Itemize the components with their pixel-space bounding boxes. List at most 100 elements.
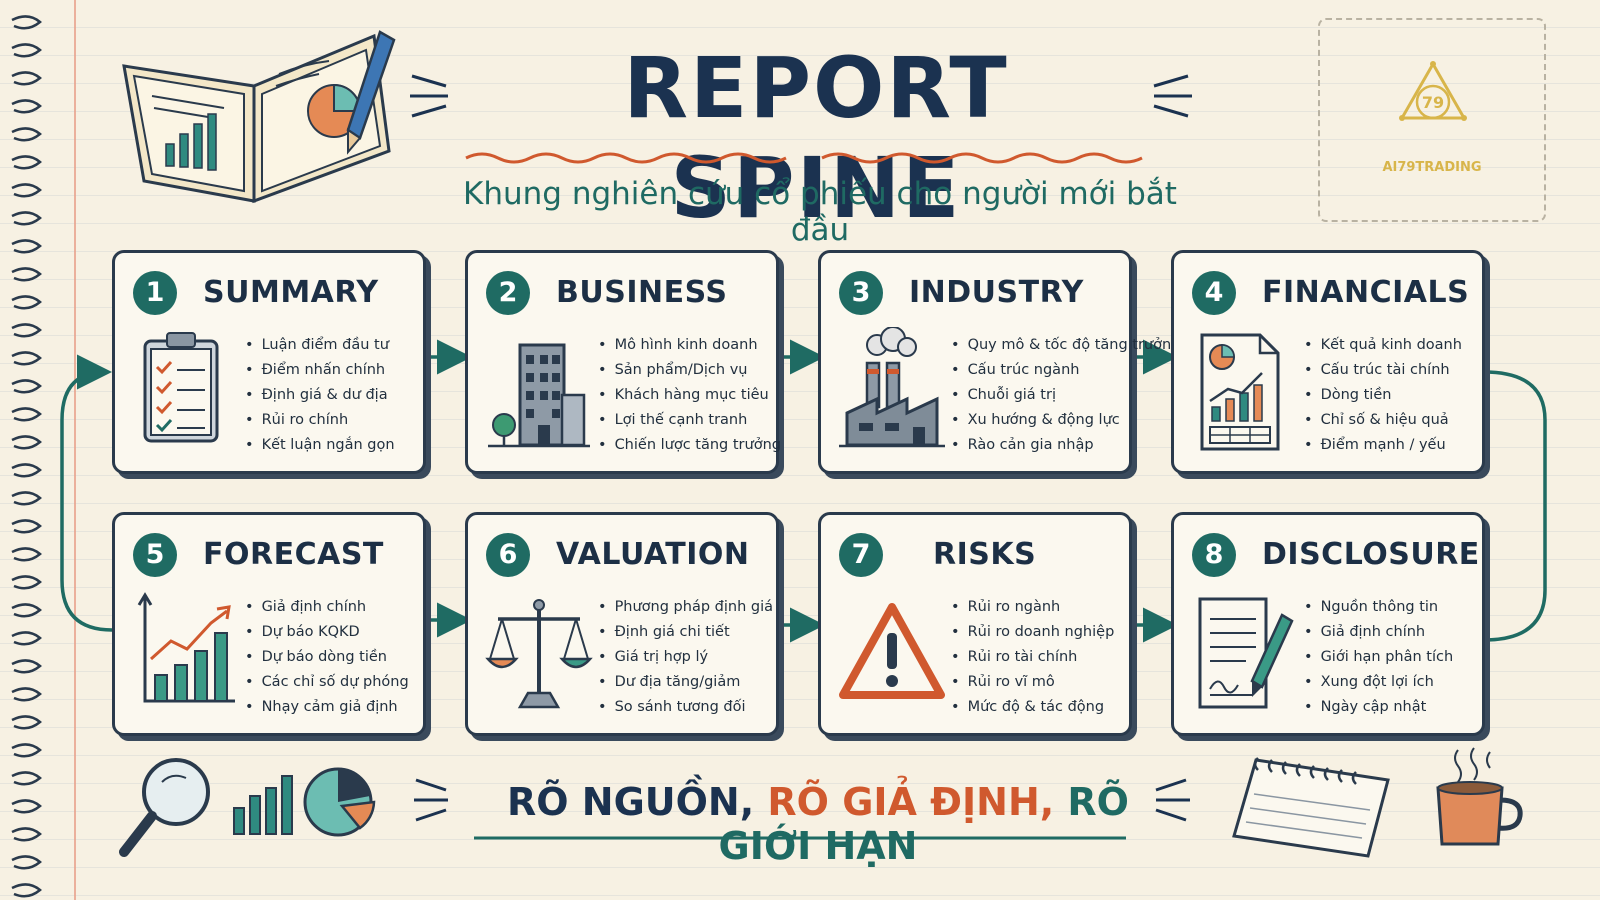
pie-chart-icon xyxy=(303,767,376,837)
list-item: Lợi thế cạnh tranh xyxy=(598,408,781,433)
list-item: Giả định chính xyxy=(1304,620,1453,645)
card-item-list: Rủi ro ngành Rủi ro doanh nghiệp Rủi ro … xyxy=(951,595,1115,720)
notebook-icon xyxy=(1232,757,1390,858)
binding-ring xyxy=(11,771,42,786)
binding-ring xyxy=(11,15,42,30)
footer-accent-right xyxy=(1155,778,1190,822)
factory-icon xyxy=(839,327,945,448)
slogan-part-3: RÕ GIỚI HẠN xyxy=(718,780,1129,868)
card-item-list: Luận điểm đầu tư Điểm nhấn chính Định gi… xyxy=(245,333,395,458)
card-business: 2 BUSINESS Mô hình kinh doanh Sản phẩm/D… xyxy=(465,250,781,474)
binding-ring xyxy=(11,127,42,142)
list-item: Quy mô & tốc độ tăng trưởng xyxy=(951,333,1181,358)
card-financials: 4 FINANCIALS Kết quả kinh doanh Cấu trúc… xyxy=(1171,250,1485,474)
binding-ring xyxy=(11,519,42,534)
list-item: Chỉ số & hiệu quả xyxy=(1304,408,1462,433)
list-item: Kết quả kinh doanh xyxy=(1304,333,1462,358)
binding-ring xyxy=(11,379,42,394)
binding-ring xyxy=(11,743,42,758)
card-item-list: Nguồn thông tin Giả định chính Giới hạn … xyxy=(1304,595,1454,720)
list-item: Rào cản gia nhập xyxy=(951,433,1180,458)
binding-ring xyxy=(11,855,42,870)
binding-ring xyxy=(11,99,42,114)
card-number: 3 xyxy=(839,271,883,315)
list-item: Rủi ro doanh nghiệp xyxy=(951,620,1115,645)
list-item: Kết luận ngắn gọn xyxy=(245,433,395,458)
binding-ring xyxy=(11,715,42,730)
card-number: 7 xyxy=(839,533,883,577)
card-number: 5 xyxy=(133,533,177,577)
binding-ring xyxy=(11,491,42,506)
binding-ring xyxy=(11,239,42,254)
list-item: Ngày cập nhật xyxy=(1304,695,1453,720)
binding-ring xyxy=(11,827,42,842)
binding-ring xyxy=(11,183,42,198)
title-accent-right xyxy=(1153,74,1192,118)
binding-ring xyxy=(11,631,42,646)
list-item: Các chỉ số dự phóng xyxy=(245,670,409,695)
binding-ring xyxy=(11,799,42,814)
spiral-binding xyxy=(11,15,42,898)
binding-ring xyxy=(11,407,42,422)
scale-icon xyxy=(485,599,593,709)
list-item: Phương pháp định giá xyxy=(598,595,773,620)
card-disclosure: 8 DISCLOSURE Nguồn thông tin Giả định ch… xyxy=(1171,512,1485,736)
card-risks: 7 RISKS Rủi ro ngành Rủi ro doanh nghiệp… xyxy=(818,512,1132,736)
list-item: Dư địa tăng/giảm xyxy=(598,670,773,695)
list-item: Mô hình kinh doanh xyxy=(598,333,781,358)
list-item: Dự báo KQKD xyxy=(245,620,409,645)
binding-ring xyxy=(11,575,42,590)
list-item: Cấu trúc tài chính xyxy=(1304,358,1462,383)
list-item: Nhạy cảm giả định xyxy=(245,695,409,720)
logo-text: AI79TRADING xyxy=(1382,160,1482,175)
card-title: DISCLOSURE xyxy=(1262,537,1480,572)
logo-mark-icon: 79 xyxy=(1399,60,1467,121)
card-item-list: Mô hình kinh doanh Sản phẩm/Dịch vụ Khác… xyxy=(598,333,781,458)
list-item: Dự báo dòng tiền xyxy=(245,645,409,670)
logo-box: 79 AI79TRADING xyxy=(1318,18,1546,222)
binding-ring xyxy=(11,547,42,562)
binding-ring xyxy=(11,71,42,86)
binding-ring xyxy=(11,435,42,450)
pencil-icon xyxy=(346,30,396,155)
list-item: Nguồn thông tin xyxy=(1304,595,1453,620)
magnifier-icon xyxy=(119,758,210,857)
card-industry: 3 INDUSTRY Quy mô & tốc độ tăng trưởng C… xyxy=(818,250,1180,474)
card-number: 6 xyxy=(486,533,530,577)
binding-ring xyxy=(11,463,42,478)
growth-chart-icon xyxy=(137,592,235,703)
list-item: Định giá & dư địa xyxy=(245,383,395,408)
list-item: Giới hạn phân tích xyxy=(1304,645,1454,670)
binding-ring xyxy=(11,155,42,170)
list-item: Cấu trúc ngành xyxy=(951,358,1180,383)
card-title: SUMMARY xyxy=(203,275,379,310)
slogan-part-2: RÕ GIẢ ĐỊNH, xyxy=(767,780,1055,824)
list-item: Xung đột lợi ích xyxy=(1304,670,1453,695)
card-title: BUSINESS xyxy=(556,275,728,310)
binding-ring xyxy=(11,687,42,702)
binding-ring xyxy=(11,267,42,282)
list-item: Rủi ro tài chính xyxy=(951,645,1114,670)
coffee-mug-icon xyxy=(1436,747,1523,846)
card-item-list: Quy mô & tốc độ tăng trưởng Cấu trúc ngà… xyxy=(951,333,1181,458)
list-item: Điểm nhấn chính xyxy=(245,358,395,383)
binding-ring xyxy=(11,295,42,310)
card-title: RISKS xyxy=(933,537,1037,572)
card-number: 4 xyxy=(1192,271,1236,315)
document-pen-icon xyxy=(1198,597,1294,709)
card-title: FINANCIALS xyxy=(1262,275,1470,310)
arrow-loop-left xyxy=(60,354,113,632)
open-book-icon xyxy=(122,33,391,204)
card-title: INDUSTRY xyxy=(909,275,1084,310)
list-item: Dòng tiền xyxy=(1304,383,1462,408)
title-underline xyxy=(465,152,1143,164)
binding-ring xyxy=(11,603,42,618)
binding-ring xyxy=(11,323,42,338)
arrow-loop-right xyxy=(1483,370,1547,642)
clipboard-icon xyxy=(143,332,219,443)
list-item: Chiến lược tăng trưởng xyxy=(598,433,781,458)
binding-ring xyxy=(11,43,42,58)
card-valuation: 6 VALUATION Phương pháp định giá Định gi… xyxy=(465,512,779,736)
list-item: Rủi ro vĩ mô xyxy=(951,670,1114,695)
